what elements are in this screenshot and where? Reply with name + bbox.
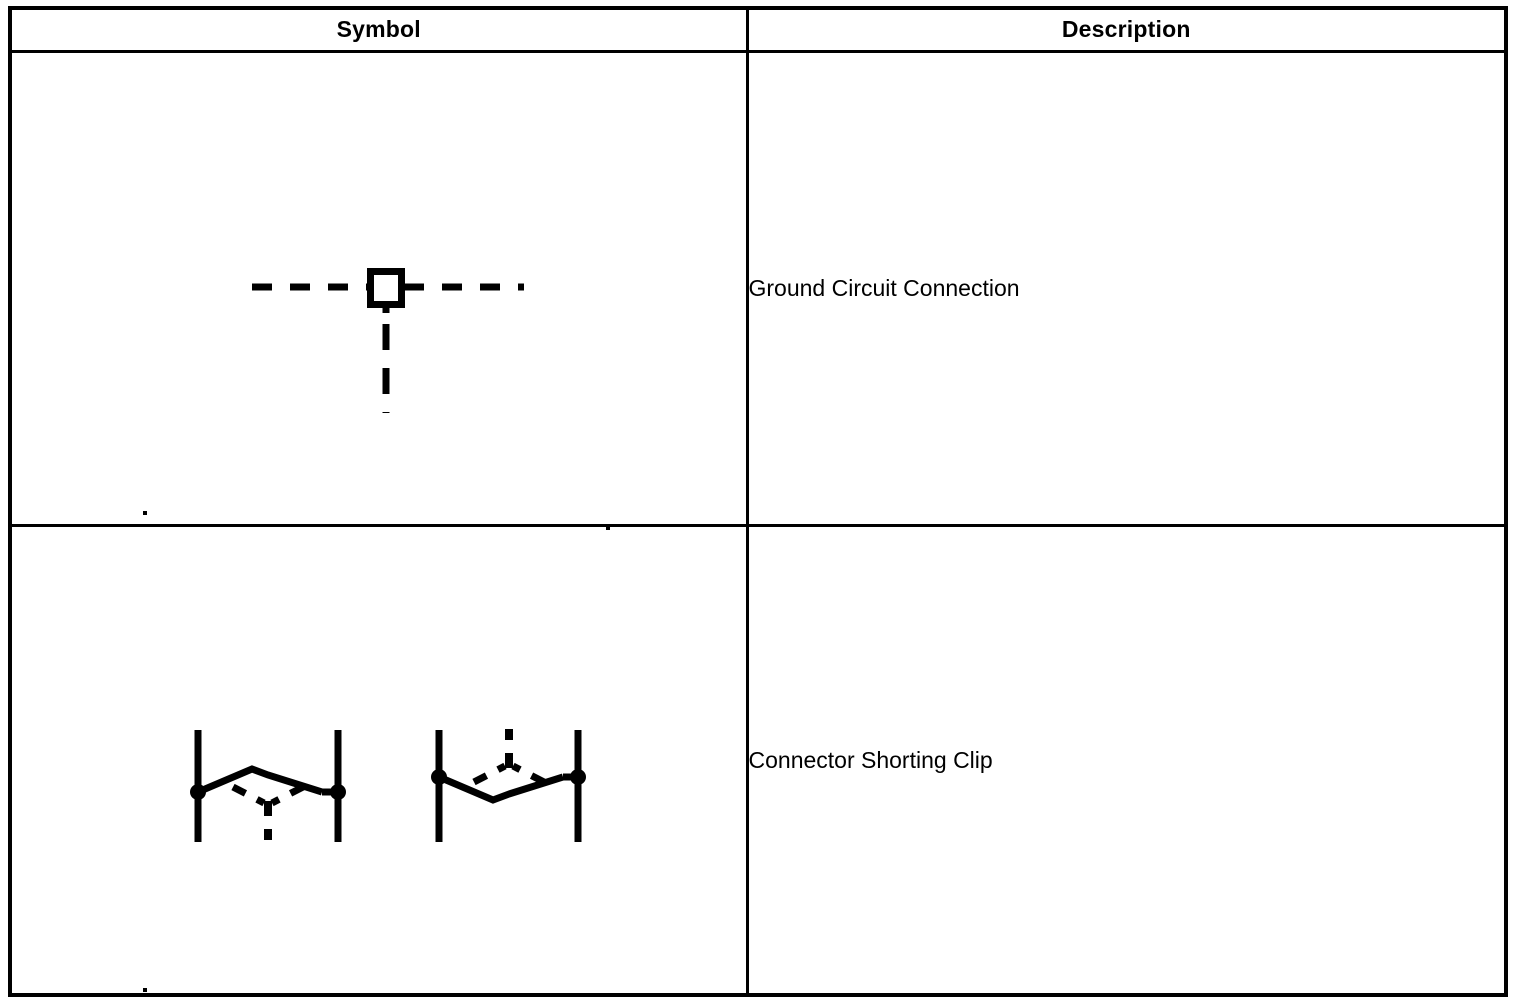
scan-speck <box>606 527 610 530</box>
table-header-row: Symbol Description <box>8 6 1508 53</box>
right-terminal-dot-icon <box>570 768 586 785</box>
dashed-branch-left-icon <box>472 762 507 785</box>
right-terminal-dot-icon <box>330 783 346 800</box>
dashed-branch-left-icon <box>231 783 266 806</box>
hollow-square-terminal-icon <box>367 267 405 308</box>
left-terminal-dot-icon <box>431 768 447 785</box>
shorting-clip-peak-variant <box>190 729 346 842</box>
table-row: Ground Circuit Connection <box>8 49 1508 527</box>
scan-speck <box>143 988 147 992</box>
description-cell-ground-circuit-connection: Ground Circuit Connection <box>745 49 1508 527</box>
solid-clip-valley-icon <box>437 773 565 804</box>
scan-speck <box>143 511 147 515</box>
shorting-clip-valley-variant <box>431 728 586 842</box>
table-row: Connector Shorting Clip <box>8 523 1508 997</box>
left-terminal-dot-icon <box>190 783 206 800</box>
dashed-branch-right-icon <box>270 783 305 806</box>
connector-shorting-clip-symbol <box>190 728 586 842</box>
ground-circuit-connection-symbol <box>252 267 524 413</box>
dashed-branch-right-icon <box>511 762 546 785</box>
solid-clip-peak-icon <box>196 764 324 795</box>
symbol-canvas <box>12 527 746 994</box>
symbol-legend-table: Symbol Description <box>8 6 1508 997</box>
symbol-cell-ground-circuit-connection <box>8 49 749 527</box>
column-header-symbol: Symbol <box>8 6 749 53</box>
description-cell-connector-shorting-clip: Connector Shorting Clip <box>745 523 1508 997</box>
column-header-description: Description <box>745 6 1508 53</box>
symbol-cell-connector-shorting-clip <box>8 523 749 997</box>
symbol-canvas <box>12 53 746 524</box>
